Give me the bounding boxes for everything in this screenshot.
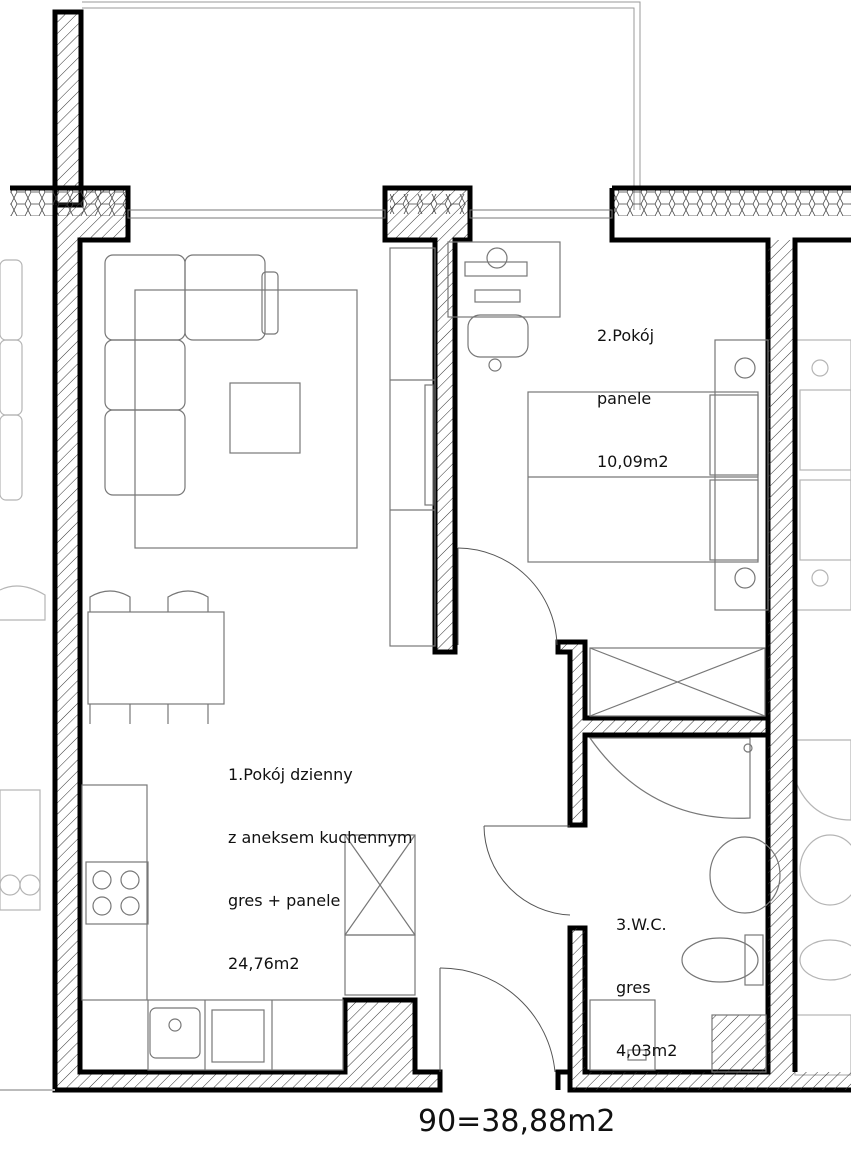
doors [439, 547, 571, 1073]
room-finish: panele [597, 389, 652, 408]
tv-cabinet [389, 247, 436, 647]
windows [127, 209, 613, 219]
room-label-wc: 3.W.C. gres 4,03m2 [616, 872, 677, 1082]
room-area: 24,76m2 [228, 954, 300, 973]
walls [0, 9, 851, 1093]
shower [588, 737, 753, 819]
room-name: 3.W.C. [616, 915, 667, 934]
room-finish: gres [616, 978, 651, 997]
washing-machine [589, 999, 656, 1071]
coffee-table [229, 382, 301, 454]
balcony [82, 1, 641, 210]
fridge [344, 834, 416, 996]
kitchen-counter [81, 784, 148, 1001]
room-label-bedroom: 2.Pokój panele 10,09m2 [597, 283, 669, 493]
room-name: 1.Pokój dzienny [228, 765, 353, 784]
room-area: 4,03m2 [616, 1041, 678, 1060]
washbasin [709, 836, 781, 914]
room-finish: gres + panele [228, 891, 341, 910]
rug [134, 289, 358, 549]
wardrobe [589, 647, 766, 717]
sink [149, 1007, 201, 1059]
dining-table [87, 611, 225, 705]
neighbor-furniture [0, 259, 851, 1076]
toilet [681, 937, 759, 983]
desk [447, 241, 561, 372]
room-name: 2.Pokój [597, 326, 655, 345]
sofa-seat [104, 254, 186, 341]
total-area: 90=38,88m2 [418, 1104, 616, 1139]
bed [527, 339, 769, 611]
room-description: z aneksem kuchennym [228, 828, 413, 847]
room-label-living: 1.Pokój dzienny z aneksem kuchennym gres… [228, 722, 412, 995]
room-area: 10,09m2 [597, 452, 669, 471]
stove [85, 861, 149, 925]
furniture [81, 241, 781, 1073]
